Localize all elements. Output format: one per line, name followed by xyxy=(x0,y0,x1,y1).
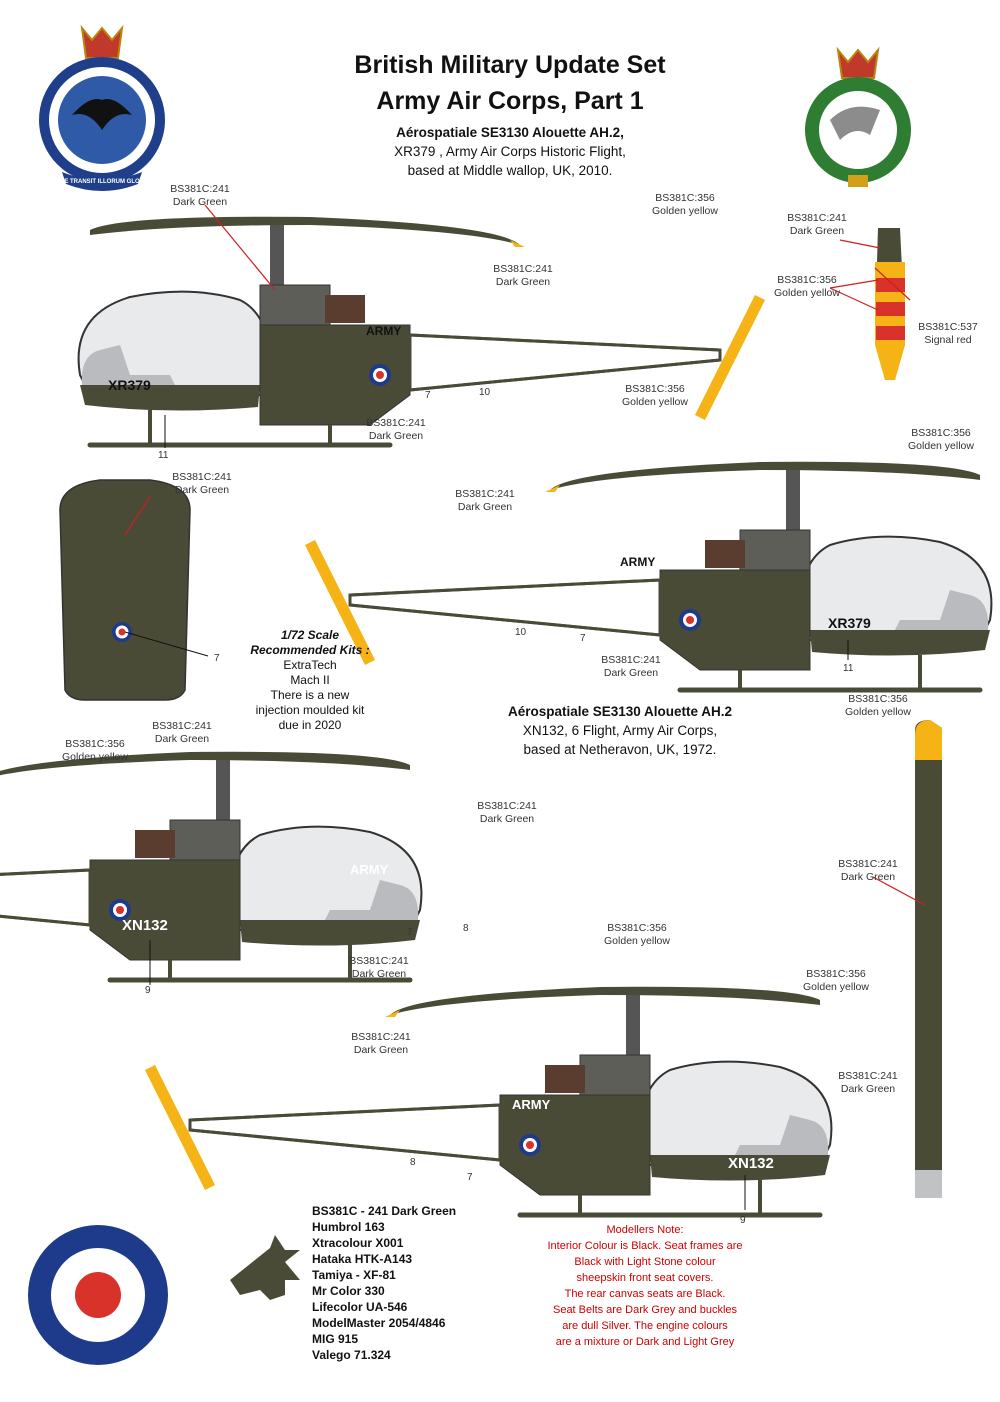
crest-motto: NE TRANSIT ILLORUM GLORIA xyxy=(60,179,150,185)
serial-2: XR379 xyxy=(828,615,871,631)
callout-8-b: 8 xyxy=(410,1157,416,1168)
page-title: British Military Update Set xyxy=(354,51,666,79)
aircraft2-base: based at Netheravon, UK, 1972. xyxy=(523,742,717,757)
callout-lines xyxy=(124,204,926,906)
serial-1: XR379 xyxy=(108,377,151,393)
aircraft1-unit: XR379 , Army Air Corps Historic Flight, xyxy=(394,144,626,159)
army-marking-3: ARMY xyxy=(350,862,389,877)
callout-11-b: 11 xyxy=(843,663,854,674)
army-marking-4: ARMY xyxy=(512,1097,551,1112)
paint-list: BS381C - 241 Dark Green Humbrol 163 Xtra… xyxy=(312,1204,457,1362)
serial-4: XN132 xyxy=(728,1155,774,1172)
cabin-top-view xyxy=(59,479,191,701)
jet-silhouette xyxy=(230,1235,300,1300)
callout-7-a: 7 xyxy=(425,390,431,401)
callout-11-a: 11 xyxy=(158,450,169,461)
army-marking-2: ARMY xyxy=(620,555,656,569)
kits-block: 1/72 Scale Recommended Kits : ExtraTech … xyxy=(250,628,370,732)
raf-roundel xyxy=(28,1225,168,1365)
callout-8-a: 8 xyxy=(463,923,469,934)
callout-7-c: 7 xyxy=(580,633,586,644)
aac-badge xyxy=(805,46,911,187)
callout-7-d: 7 xyxy=(407,927,413,938)
profile-4-xn132 xyxy=(145,987,831,1215)
page-subtitle: Army Air Corps, Part 1 xyxy=(376,87,644,115)
callout-10-a: 10 xyxy=(479,387,491,398)
aircraft2-model: Aérospatiale SE3130 Alouette AH.2 xyxy=(507,704,733,719)
number-leaders xyxy=(124,415,849,1210)
callout-7-e: 7 xyxy=(467,1172,473,1183)
army-marking-1: ARMY xyxy=(366,324,402,338)
serial-3: XN132 xyxy=(122,917,168,934)
callout-9-a: 9 xyxy=(145,985,151,996)
aircraft1-model: Aérospatiale SE3130 Alouette AH.2, xyxy=(396,125,624,140)
main-blade-detail xyxy=(915,720,942,1198)
callout-10-b: 10 xyxy=(515,627,527,638)
aircraft2-unit: XN132, 6 Flight, Army Air Corps, xyxy=(522,723,718,738)
modellers-note: Modellers Note: Interior Colour is Black… xyxy=(547,1224,743,1348)
aircraft1-base: based at Middle wallop, UK, 2010. xyxy=(407,163,613,178)
profile-1-xr379 xyxy=(79,217,765,445)
squadron-crest xyxy=(39,24,165,191)
tail-blade-detail xyxy=(875,228,905,380)
callout-7-b: 7 xyxy=(214,653,220,664)
callout-9-b: 9 xyxy=(740,1215,746,1226)
